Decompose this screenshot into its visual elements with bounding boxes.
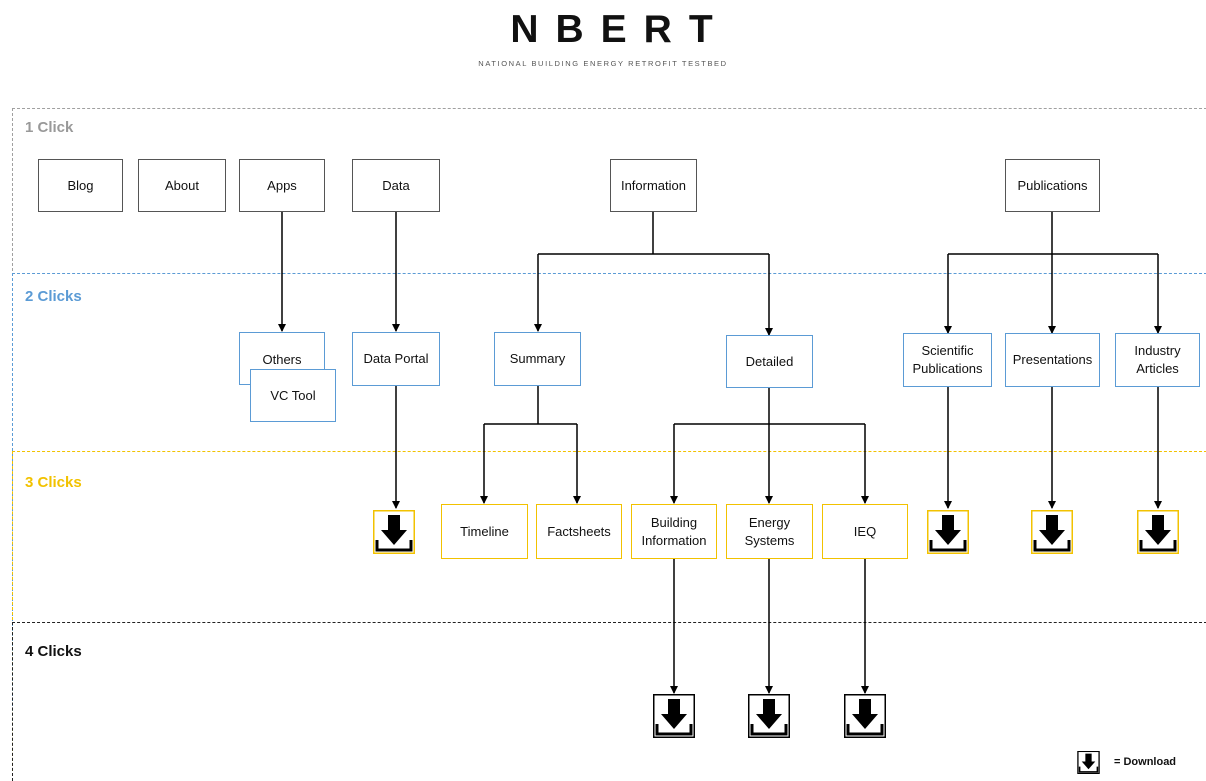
node-summary[interactable]: Summary xyxy=(494,332,581,386)
download-icon[interactable] xyxy=(748,694,790,738)
node-scientific-publications[interactable]: Scientific Publications xyxy=(903,333,992,387)
download-icon[interactable] xyxy=(927,510,969,554)
node-about[interactable]: About xyxy=(138,159,226,212)
node-vc-tool[interactable]: VC Tool xyxy=(250,369,336,422)
node-data[interactable]: Data xyxy=(352,159,440,212)
node-industry-articles[interactable]: Industry Articles xyxy=(1115,333,1200,387)
zone-4-clicks xyxy=(12,622,1206,781)
download-icon[interactable] xyxy=(373,510,415,554)
node-energy-systems[interactable]: Energy Systems xyxy=(726,504,813,559)
zone-label-4-clicks: 4 Clicks xyxy=(25,643,82,660)
node-publications[interactable]: Publications xyxy=(1005,159,1100,212)
legend-label: = Download xyxy=(1114,756,1177,768)
node-ieq[interactable]: IEQ xyxy=(822,504,908,559)
node-others-label: Others xyxy=(262,352,302,367)
download-icon[interactable] xyxy=(1137,510,1179,554)
node-data-portal[interactable]: Data Portal xyxy=(352,332,440,386)
node-information[interactable]: Information xyxy=(610,159,697,212)
node-others[interactable]: Others xyxy=(239,332,325,385)
logo-title: NBERT xyxy=(510,8,730,51)
node-timeline[interactable]: Timeline xyxy=(441,504,528,559)
zone-3-clicks xyxy=(12,451,1206,781)
node-presentations[interactable]: Presentations xyxy=(1005,333,1100,387)
download-icon[interactable] xyxy=(1031,510,1073,554)
logo-tagline: NATIONAL BUILDING ENERGY RETROFIT TESTBE… xyxy=(478,59,728,68)
node-blog[interactable]: Blog xyxy=(38,159,123,212)
legend-download-icon xyxy=(1077,751,1100,774)
node-apps[interactable]: Apps xyxy=(239,159,325,212)
zone-label-2-clicks: 2 Clicks xyxy=(25,288,82,305)
node-detailed[interactable]: Detailed xyxy=(726,335,813,388)
node-building-information[interactable]: Building Information xyxy=(631,504,717,559)
zone-label-3-clicks: 3 Clicks xyxy=(25,474,82,491)
zone-label-1-click: 1 Click xyxy=(25,119,74,136)
node-factsheets[interactable]: Factsheets xyxy=(536,504,622,559)
download-icon[interactable] xyxy=(844,694,886,738)
download-icon[interactable] xyxy=(653,694,695,738)
